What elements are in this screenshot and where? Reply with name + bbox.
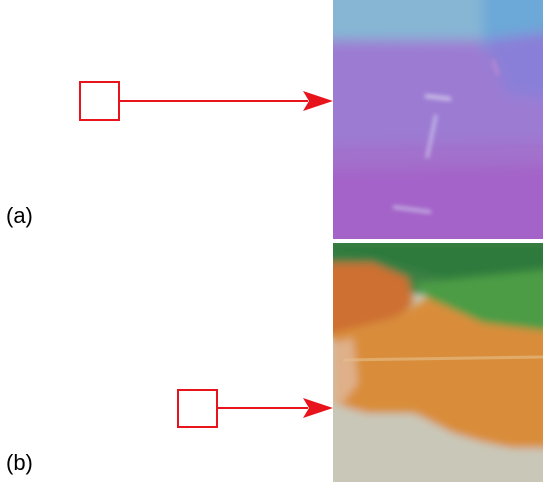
selection-box-icon bbox=[177, 389, 218, 428]
arrowhead-icon bbox=[303, 398, 333, 418]
panel-b-image bbox=[333, 243, 543, 482]
arrowhead-icon bbox=[303, 91, 333, 111]
panel-a-image bbox=[333, 0, 543, 239]
panel-a-label: (a) bbox=[6, 203, 33, 228]
selection-box-icon bbox=[79, 81, 120, 121]
panel-b-texture bbox=[333, 243, 543, 482]
panel-b-label: (b) bbox=[6, 450, 33, 475]
panel-a-texture bbox=[333, 0, 543, 239]
